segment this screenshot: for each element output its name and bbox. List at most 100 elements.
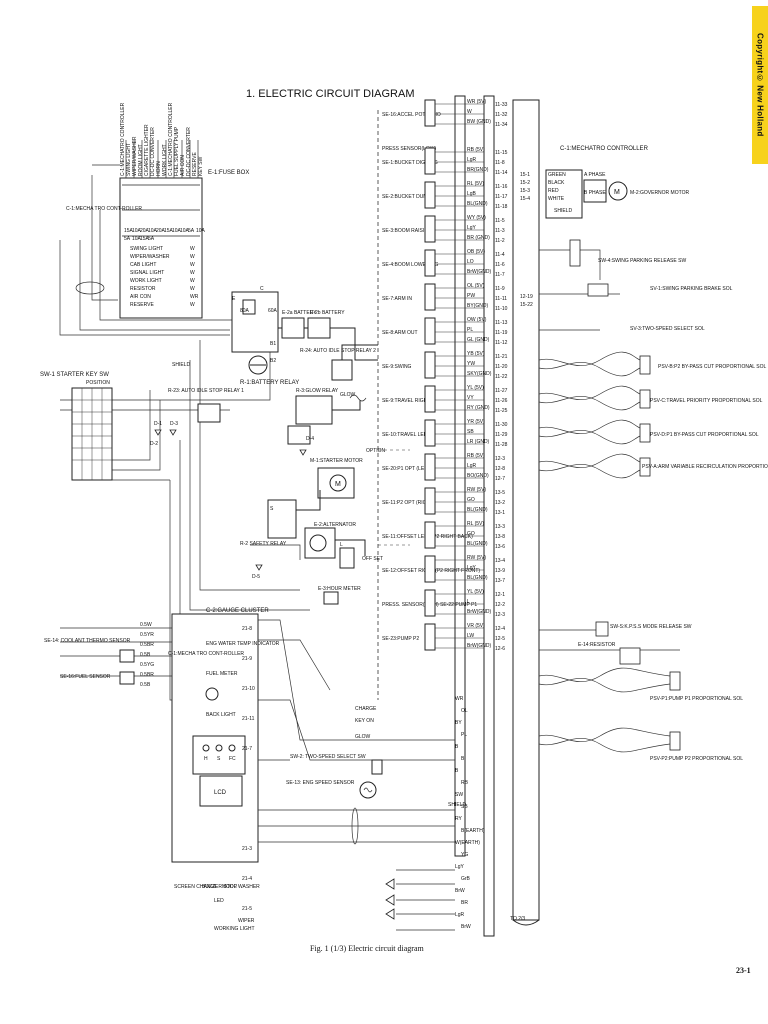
gauge-pin: 21-8 bbox=[242, 626, 252, 632]
sensor-label: SE-20:P1 OPT (LEFT) bbox=[382, 466, 432, 472]
fuse-rating: 15A bbox=[164, 228, 174, 234]
glow-label: GLOW bbox=[340, 392, 356, 398]
safety-relay-label: R-2 SAFETY RELAY bbox=[240, 541, 287, 547]
gauge-pin: 21-4 bbox=[242, 876, 252, 882]
sensor-pin: 12-2 bbox=[495, 602, 505, 608]
fuse-rating: 10A bbox=[132, 236, 142, 242]
sensor-connector bbox=[424, 521, 436, 549]
right-component-label: PSV-P2:PUMP P2 PROPORTIONAL SOL bbox=[650, 756, 743, 762]
sensor-pin: 13-1 bbox=[495, 510, 505, 516]
copyright-band: Copyright© New Holland bbox=[752, 6, 768, 164]
sensor-label: SE-16:ACCEL POTENTIO bbox=[382, 112, 441, 118]
sensor-pin: 11-27 bbox=[495, 388, 508, 394]
fuel-sensor-label: SE-16:FUEL SENSOR bbox=[60, 674, 111, 680]
relay-terminal-c: C bbox=[260, 286, 264, 292]
sensor-wire-code: BR (GND) bbox=[467, 235, 490, 241]
sensor-connector bbox=[424, 589, 436, 617]
fuse-vertical-label: WORK LIGHT bbox=[162, 144, 168, 176]
phase-a-label: A PHASE bbox=[584, 172, 606, 178]
auto-idle-2-label: R-24: AUTO IDLE STOP RELAY 2 bbox=[300, 348, 376, 354]
fuse-row-label: CAB LIGHT bbox=[130, 262, 156, 268]
sensor-wire-code: BrW(GND) bbox=[467, 269, 491, 275]
sensor-pin: 12-1 bbox=[495, 592, 505, 598]
bottom-wire-code: OL bbox=[461, 708, 468, 714]
bottom-wire-code: BrW bbox=[455, 888, 465, 894]
sensor-pin: 11-29 bbox=[495, 432, 508, 438]
sensor-wire-code: BL(GND) bbox=[467, 201, 488, 207]
gauge-cluster-label: C-2:GAUGE CLUSTER bbox=[206, 608, 269, 614]
sensor-wire-code: BR(GND) bbox=[467, 167, 489, 173]
right-component-label: PSV-C:TRAVEL PRIORITY PROPORTIONAL SOL bbox=[650, 398, 763, 404]
relay-terminal-e: E bbox=[232, 296, 236, 302]
fuse-row-label: AIR CON bbox=[130, 294, 151, 300]
glow-relay bbox=[295, 395, 333, 425]
gauge-pin: 21-3 bbox=[242, 846, 252, 852]
bottom-wire-code: W(EARTH) bbox=[455, 840, 480, 846]
controller-label: C-1:MECHATRO CONTROLLER bbox=[560, 146, 649, 152]
sensor-connector bbox=[424, 419, 436, 447]
water-temp-label: ENG WATER TEMP INDICATOR bbox=[206, 641, 280, 647]
sensor-pin: 13-9 bbox=[495, 568, 505, 574]
fuse-vertical-label: SWING LIGHT bbox=[126, 143, 132, 176]
sensor-wire-code: YB (5V) bbox=[467, 351, 485, 357]
relay-terminal-l: L bbox=[340, 542, 343, 548]
fuse-row-label: SIGNAL LIGHT bbox=[130, 270, 164, 276]
sensor-pin: 13-3 bbox=[495, 524, 505, 530]
gauge-wire-code: 0.5B bbox=[140, 682, 151, 688]
sensor-label: SE-4:BOOM LOWERING bbox=[382, 262, 439, 268]
right-component-label: SW-S:K.P.S.S MODE RELEASE SW bbox=[610, 624, 692, 630]
fuse-rating: 10A bbox=[172, 228, 182, 234]
sensor-pin: 11-32 bbox=[495, 112, 508, 118]
sensor-connector bbox=[424, 317, 436, 345]
gauge-wire-code: 0.5YR bbox=[140, 632, 154, 638]
sensor-label: SE-11:P2 OPT (RIGHT) bbox=[382, 500, 435, 506]
gauge-wire-code: 0.5BR bbox=[140, 642, 154, 648]
fuse-rating: 5A bbox=[148, 236, 155, 242]
sensor-wire-code: YL (5V) bbox=[467, 385, 484, 391]
sensor-wire-code: YR (5V) bbox=[467, 419, 485, 425]
option-label: OPTION bbox=[366, 448, 386, 454]
mode-label: MODE bbox=[222, 884, 238, 890]
sensor-connector bbox=[424, 351, 436, 379]
phase-b-label: B PHASE bbox=[584, 190, 606, 196]
screen-change-label: SCREEN CHANGE bbox=[174, 884, 218, 890]
sensor-label: PRESS SENSOR(LOW) bbox=[382, 146, 437, 152]
sensor-pin: 12-6 bbox=[495, 646, 505, 652]
connector-strip bbox=[454, 95, 466, 857]
sensor-label: SE-7:ARM IN bbox=[382, 296, 412, 302]
figure-caption: Fig. 1 (1/3) Electric circuit diagram bbox=[310, 944, 424, 953]
right-component-label: PSV-B:P2 BY-PASS CUT PROPORTIONAL SOL bbox=[658, 364, 766, 370]
sensor-wire-code: OL (5V) bbox=[467, 283, 485, 289]
sensor-pin: 11-10 bbox=[495, 306, 508, 312]
svg-text:M: M bbox=[614, 189, 620, 196]
sensor-wire-code: GO bbox=[467, 531, 475, 537]
starter-motor-label: M-1:STARTER MOTOR bbox=[310, 458, 363, 464]
governor-label: M-2:GOVERNOR MOTOR bbox=[630, 190, 689, 196]
bottom-wire-code: B bbox=[455, 744, 459, 750]
sensor-pin: 11-30 bbox=[495, 422, 508, 428]
shield-label: SHIELD bbox=[172, 362, 190, 368]
color-green: GREEN bbox=[548, 172, 566, 178]
diode-label-2: D-2 bbox=[150, 441, 158, 447]
sensor-pin: 12-3 bbox=[495, 456, 505, 462]
sensor-pin: 11-20 bbox=[495, 364, 508, 370]
gauge-pin: 21-9 bbox=[242, 656, 252, 662]
copyright-text: Copyright© New Holland bbox=[755, 33, 765, 137]
fuse-vertical-label: DC-DC CONVERTER bbox=[186, 127, 192, 176]
sensor-pin: 11-34 bbox=[495, 122, 508, 128]
bottom-wire-code: LgY bbox=[455, 864, 465, 870]
right-component-label: SV-3:TWO-SPEED SELECT SOL bbox=[630, 326, 705, 332]
coolant-sensor-label: SE-14: COOLANT THERMO SENSOR bbox=[44, 638, 131, 644]
sensor-connector bbox=[424, 385, 436, 413]
eng-speed-label: SE-13: ENG SPEED SENSOR bbox=[286, 780, 355, 786]
fuse-vertical-label: RESERVE bbox=[192, 152, 198, 176]
sensor-pin: 13-8 bbox=[495, 534, 505, 540]
sensor-connector bbox=[424, 215, 436, 243]
sensor-wire-code: LgR bbox=[467, 157, 477, 163]
sensor-pin: 11-2 bbox=[495, 238, 505, 244]
sensor-wire-code: BO(GND) bbox=[467, 473, 489, 479]
sensor-wire-code: VR (5V) bbox=[467, 623, 485, 629]
circuit-wiring: M bbox=[59, 95, 681, 937]
sensor-wire-code: RB (5V) bbox=[467, 453, 485, 459]
gauge-wire-code: 0.5W bbox=[140, 622, 152, 628]
